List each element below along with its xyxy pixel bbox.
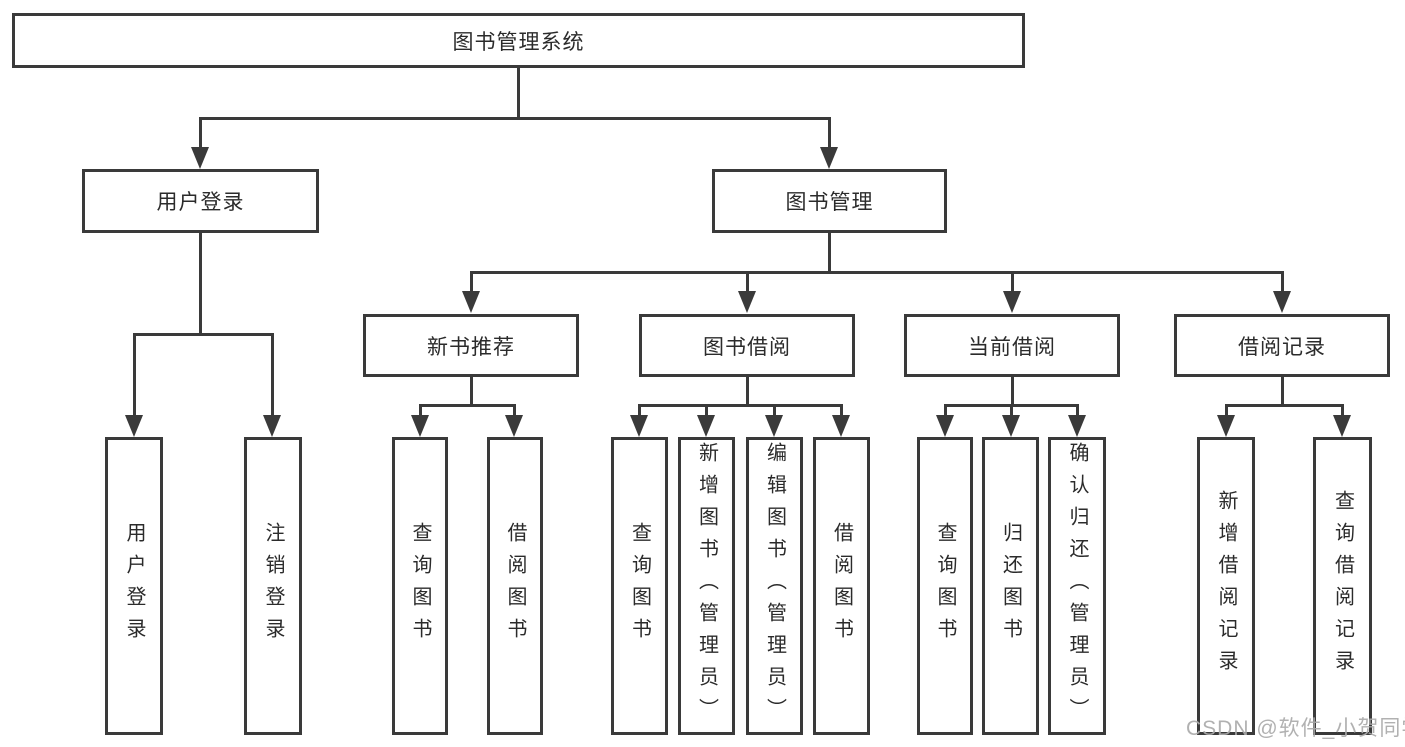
leaf-add-book-admin: 新增图书（管理员）: [678, 437, 735, 735]
node-label: 新增借阅记录: [1215, 490, 1237, 682]
connector-line: [840, 404, 843, 417]
arrow-down-icon: [820, 147, 838, 169]
connector-line: [1281, 377, 1284, 407]
connector-line: [705, 404, 708, 417]
node-label: 查询借阅记录: [1331, 490, 1354, 682]
arrow-down-icon: [765, 415, 783, 437]
connector-line: [1225, 404, 1228, 417]
connector-line: [1011, 271, 1014, 293]
connector-line: [1076, 404, 1079, 417]
node-book-management: 图书管理: [712, 169, 947, 233]
node-new-book-recommendation: 新书推荐: [363, 314, 579, 377]
connector-line: [828, 233, 831, 273]
connector-line: [517, 68, 520, 120]
node-label: 新书推荐: [427, 335, 515, 359]
node-label: 借阅图书: [504, 522, 526, 650]
connector-line: [513, 404, 516, 417]
node-current-borrowing: 当前借阅: [904, 314, 1120, 377]
node-label: 借阅记录: [1238, 335, 1326, 359]
connector-line: [419, 404, 516, 407]
connector-line: [470, 271, 473, 293]
connector-line: [199, 233, 202, 336]
arrow-down-icon: [505, 415, 523, 437]
node-label: 借阅图书: [830, 522, 853, 650]
node-label: 图书借阅: [703, 335, 791, 359]
leaf-borrow-books-borrowing: 借阅图书: [813, 437, 870, 735]
node-label: 图书管理系统: [452, 30, 585, 54]
arrow-down-icon: [263, 415, 281, 437]
leaf-return-books: 归还图书: [982, 437, 1039, 735]
arrow-down-icon: [630, 415, 648, 437]
arrow-down-icon: [191, 147, 209, 169]
connector-line: [1010, 404, 1013, 417]
node-label: 用户登录: [123, 522, 145, 650]
leaf-user-login: 用户登录: [105, 437, 163, 735]
arrow-down-icon: [738, 291, 756, 313]
arrow-down-icon: [1068, 415, 1086, 437]
arrow-down-icon: [1003, 291, 1021, 313]
connector-line: [638, 404, 843, 407]
connector-line: [199, 117, 202, 150]
connector-line: [746, 377, 749, 407]
leaf-borrow-books-recommend: 借阅图书: [487, 437, 543, 735]
arrow-down-icon: [1217, 415, 1235, 437]
connector-line: [271, 333, 274, 415]
leaf-logout: 注销登录: [244, 437, 302, 735]
watermark: CSDN @软件_小贺同学: [1186, 717, 1405, 740]
connector-line: [1281, 271, 1284, 293]
node-label: 图书管理: [785, 191, 874, 214]
arrow-down-icon: [936, 415, 954, 437]
leaf-query-books-borrowing: 查询图书: [611, 437, 668, 735]
node-label: 当前借阅: [968, 335, 1056, 359]
leaf-query-books-current: 查询图书: [917, 437, 973, 735]
leaf-add-borrow-record: 新增借阅记录: [1197, 437, 1255, 735]
leaf-confirm-return-admin: 确认归还（管理员）: [1048, 437, 1106, 735]
leaf-query-books-recommend: 查询图书: [392, 437, 448, 735]
leaf-edit-book-admin: 编辑图书（管理员）: [746, 437, 803, 735]
connector-line: [470, 271, 1283, 274]
arrow-down-icon: [1002, 415, 1020, 437]
connector-line: [470, 377, 473, 407]
connector-line: [1011, 377, 1014, 407]
node-label: 新增图书（管理员）: [695, 442, 718, 730]
arrow-down-icon: [697, 415, 715, 437]
node-label: 确认归还（管理员）: [1066, 442, 1088, 730]
node-label: 归还图书: [999, 522, 1022, 650]
connector-line: [638, 404, 641, 417]
node-label: 用户登录: [156, 191, 245, 214]
leaf-query-borrow-record: 查询借阅记录: [1313, 437, 1372, 735]
arrow-down-icon: [462, 291, 480, 313]
connector-line: [419, 404, 422, 417]
connector-line: [773, 404, 776, 417]
connector-line: [1341, 404, 1344, 417]
node-borrowing-records: 借阅记录: [1174, 314, 1390, 377]
connector-line: [199, 117, 831, 120]
arrow-down-icon: [125, 415, 143, 437]
node-library-management-system: 图书管理系统: [12, 13, 1025, 68]
node-label: 编辑图书（管理员）: [763, 442, 786, 730]
node-book-borrowing: 图书借阅: [639, 314, 855, 377]
arrow-down-icon: [1273, 291, 1291, 313]
arrow-down-icon: [832, 415, 850, 437]
connector-line: [944, 404, 947, 417]
arrow-down-icon: [1333, 415, 1351, 437]
arrow-down-icon: [411, 415, 429, 437]
connector-line: [746, 271, 749, 293]
node-user-login: 用户登录: [82, 169, 319, 233]
node-label: 查询图书: [409, 522, 431, 650]
node-label: 查询图书: [934, 522, 956, 650]
node-label: 查询图书: [628, 522, 651, 650]
connector-line: [133, 333, 136, 415]
node-label: 注销登录: [262, 522, 284, 650]
connector-line: [1225, 404, 1344, 407]
connector-line: [133, 333, 274, 336]
connector-line: [828, 117, 831, 150]
